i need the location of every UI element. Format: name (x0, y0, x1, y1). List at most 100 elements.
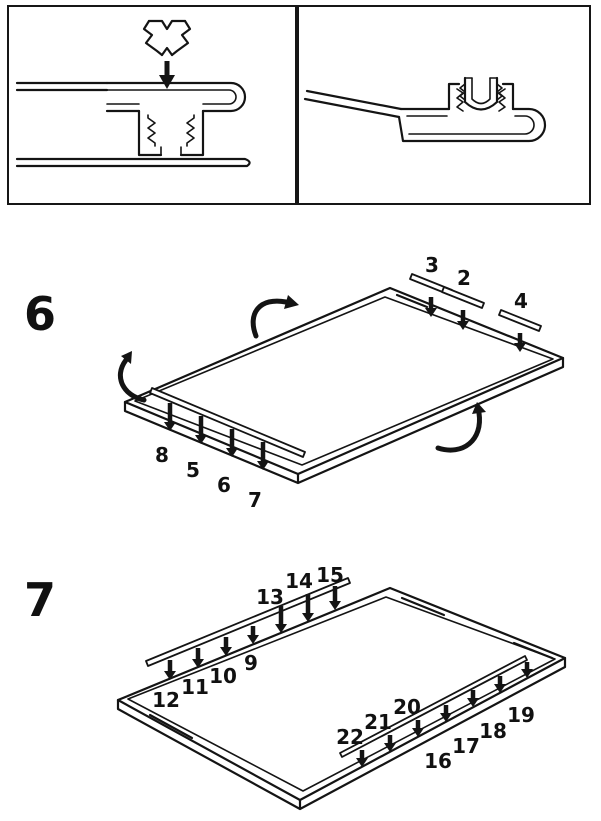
part-callout: 15 (316, 563, 344, 587)
step6-bottom-strip (149, 387, 306, 470)
panel-thickness (123, 356, 565, 485)
channel-serration-right (498, 88, 506, 112)
clip-inner-u (471, 77, 491, 105)
channel-outer (137, 109, 205, 157)
detail-panel-insert (7, 5, 297, 205)
channel-serration-right (186, 114, 195, 147)
panel-edge (303, 89, 403, 119)
insert-arrow-head (440, 713, 452, 722)
clip-bottom-chevron (160, 46, 174, 57)
insert-arrow-head (514, 343, 526, 352)
insert-arrow-head (275, 624, 287, 633)
installed-strip-mark (148, 713, 194, 740)
insert-arrow-head (192, 659, 204, 668)
flip-arrow-left (118, 357, 147, 403)
clip-left-barbed-leg (142, 19, 164, 57)
step6-number: 6 (24, 287, 56, 341)
insert-arrow-head (412, 728, 424, 737)
rail-outer (105, 81, 247, 113)
part-callout: 19 (507, 703, 535, 727)
part-callout: 8 (155, 443, 169, 467)
rail-inner (406, 115, 535, 135)
insert-arrow-head (384, 743, 396, 752)
part-callout: 5 (186, 458, 200, 482)
detail-panels-row (7, 5, 591, 205)
insert-arrow-head (302, 613, 314, 622)
panel-bottom-lines (15, 157, 251, 168)
insert-arrow-head (494, 684, 506, 693)
channel-wall-left (447, 82, 461, 111)
insert-arrow-head (164, 422, 176, 431)
clip-barbs-left (459, 83, 466, 101)
part-callout: 3 (425, 253, 439, 277)
flip-arrow-left-head (121, 351, 132, 364)
step7-bottom-strip (339, 655, 533, 767)
trim-strip (498, 309, 542, 332)
clip-outer-u (463, 76, 499, 111)
insert-arrow-head (356, 758, 368, 767)
rail-profile-section (15, 81, 251, 168)
step7-part-callouts: 12 11 10 9 13 14 15 22 21 20 16 17 18 19 (152, 563, 535, 773)
trim-strip-long (149, 387, 306, 458)
flip-arrow-top-head (284, 295, 299, 309)
step6-diagram: 6 (24, 253, 565, 512)
step7-diagram: 7 (24, 563, 567, 811)
rail-profile-section (397, 82, 547, 143)
insert-arrow-head (226, 448, 238, 457)
detail-panel-seated (297, 5, 591, 205)
part-callout: 22 (336, 725, 364, 749)
insert-arrow-head (521, 669, 533, 678)
panel-inner-frame (127, 596, 556, 792)
part-callout: 18 (479, 719, 507, 743)
clip-barbs-right (496, 83, 503, 101)
insert-arrow-head (220, 647, 232, 656)
flip-arrow-right-head (472, 402, 486, 414)
part-callout: 13 (256, 585, 284, 609)
insert-arrow-head (425, 308, 437, 317)
panel-thickness (116, 656, 567, 811)
part-callout: 11 (181, 675, 209, 699)
trim-strip-long (145, 577, 351, 667)
step7-number: 7 (24, 573, 56, 627)
part-callout: 9 (244, 651, 258, 675)
seated-clip (459, 76, 503, 111)
channel-serration-left (456, 88, 464, 112)
part-callout: 14 (285, 569, 313, 593)
insert-arrow-head (467, 698, 479, 707)
step6-panel (123, 286, 565, 485)
flip-rotation-arrows (118, 295, 486, 453)
insert-arrow-head (457, 321, 469, 330)
panel-top-face (123, 286, 565, 476)
trim-strip-long (339, 655, 528, 758)
installed-strip-mark (512, 641, 554, 660)
step7-panel (116, 586, 567, 811)
part-callout: 17 (452, 734, 480, 758)
flip-arrow-top (250, 298, 289, 339)
step6-top-strips (409, 273, 542, 352)
part-callout: 21 (364, 710, 392, 734)
installed-strip-mark (395, 293, 429, 309)
part-callout: 20 (393, 695, 421, 719)
part-callout: 12 (152, 688, 180, 712)
rail-outer (397, 107, 547, 143)
insert-arrow-head (329, 601, 341, 610)
channel-serration-left (147, 114, 156, 147)
step6-part-callouts: 3 2 4 8 5 6 7 (155, 253, 528, 512)
detail-seated-drawing (303, 76, 547, 143)
clip-profile (142, 19, 192, 57)
insert-arrow-head (257, 461, 269, 470)
insert-arrow-head (247, 635, 259, 644)
part-callout: 4 (514, 289, 528, 313)
step7-top-strip (145, 577, 351, 680)
rail-inner (106, 89, 237, 105)
channel-slot-lips (160, 146, 182, 156)
installed-strip-mark (400, 596, 446, 617)
panel-inner-frame (134, 296, 554, 466)
part-callout: 16 (424, 749, 452, 773)
panel-edge-lines (303, 89, 403, 119)
flip-arrow-right (435, 410, 482, 453)
part-callout: 10 (209, 664, 237, 688)
detail-insert-drawing (15, 19, 251, 168)
panel-edge-lines (15, 81, 109, 92)
